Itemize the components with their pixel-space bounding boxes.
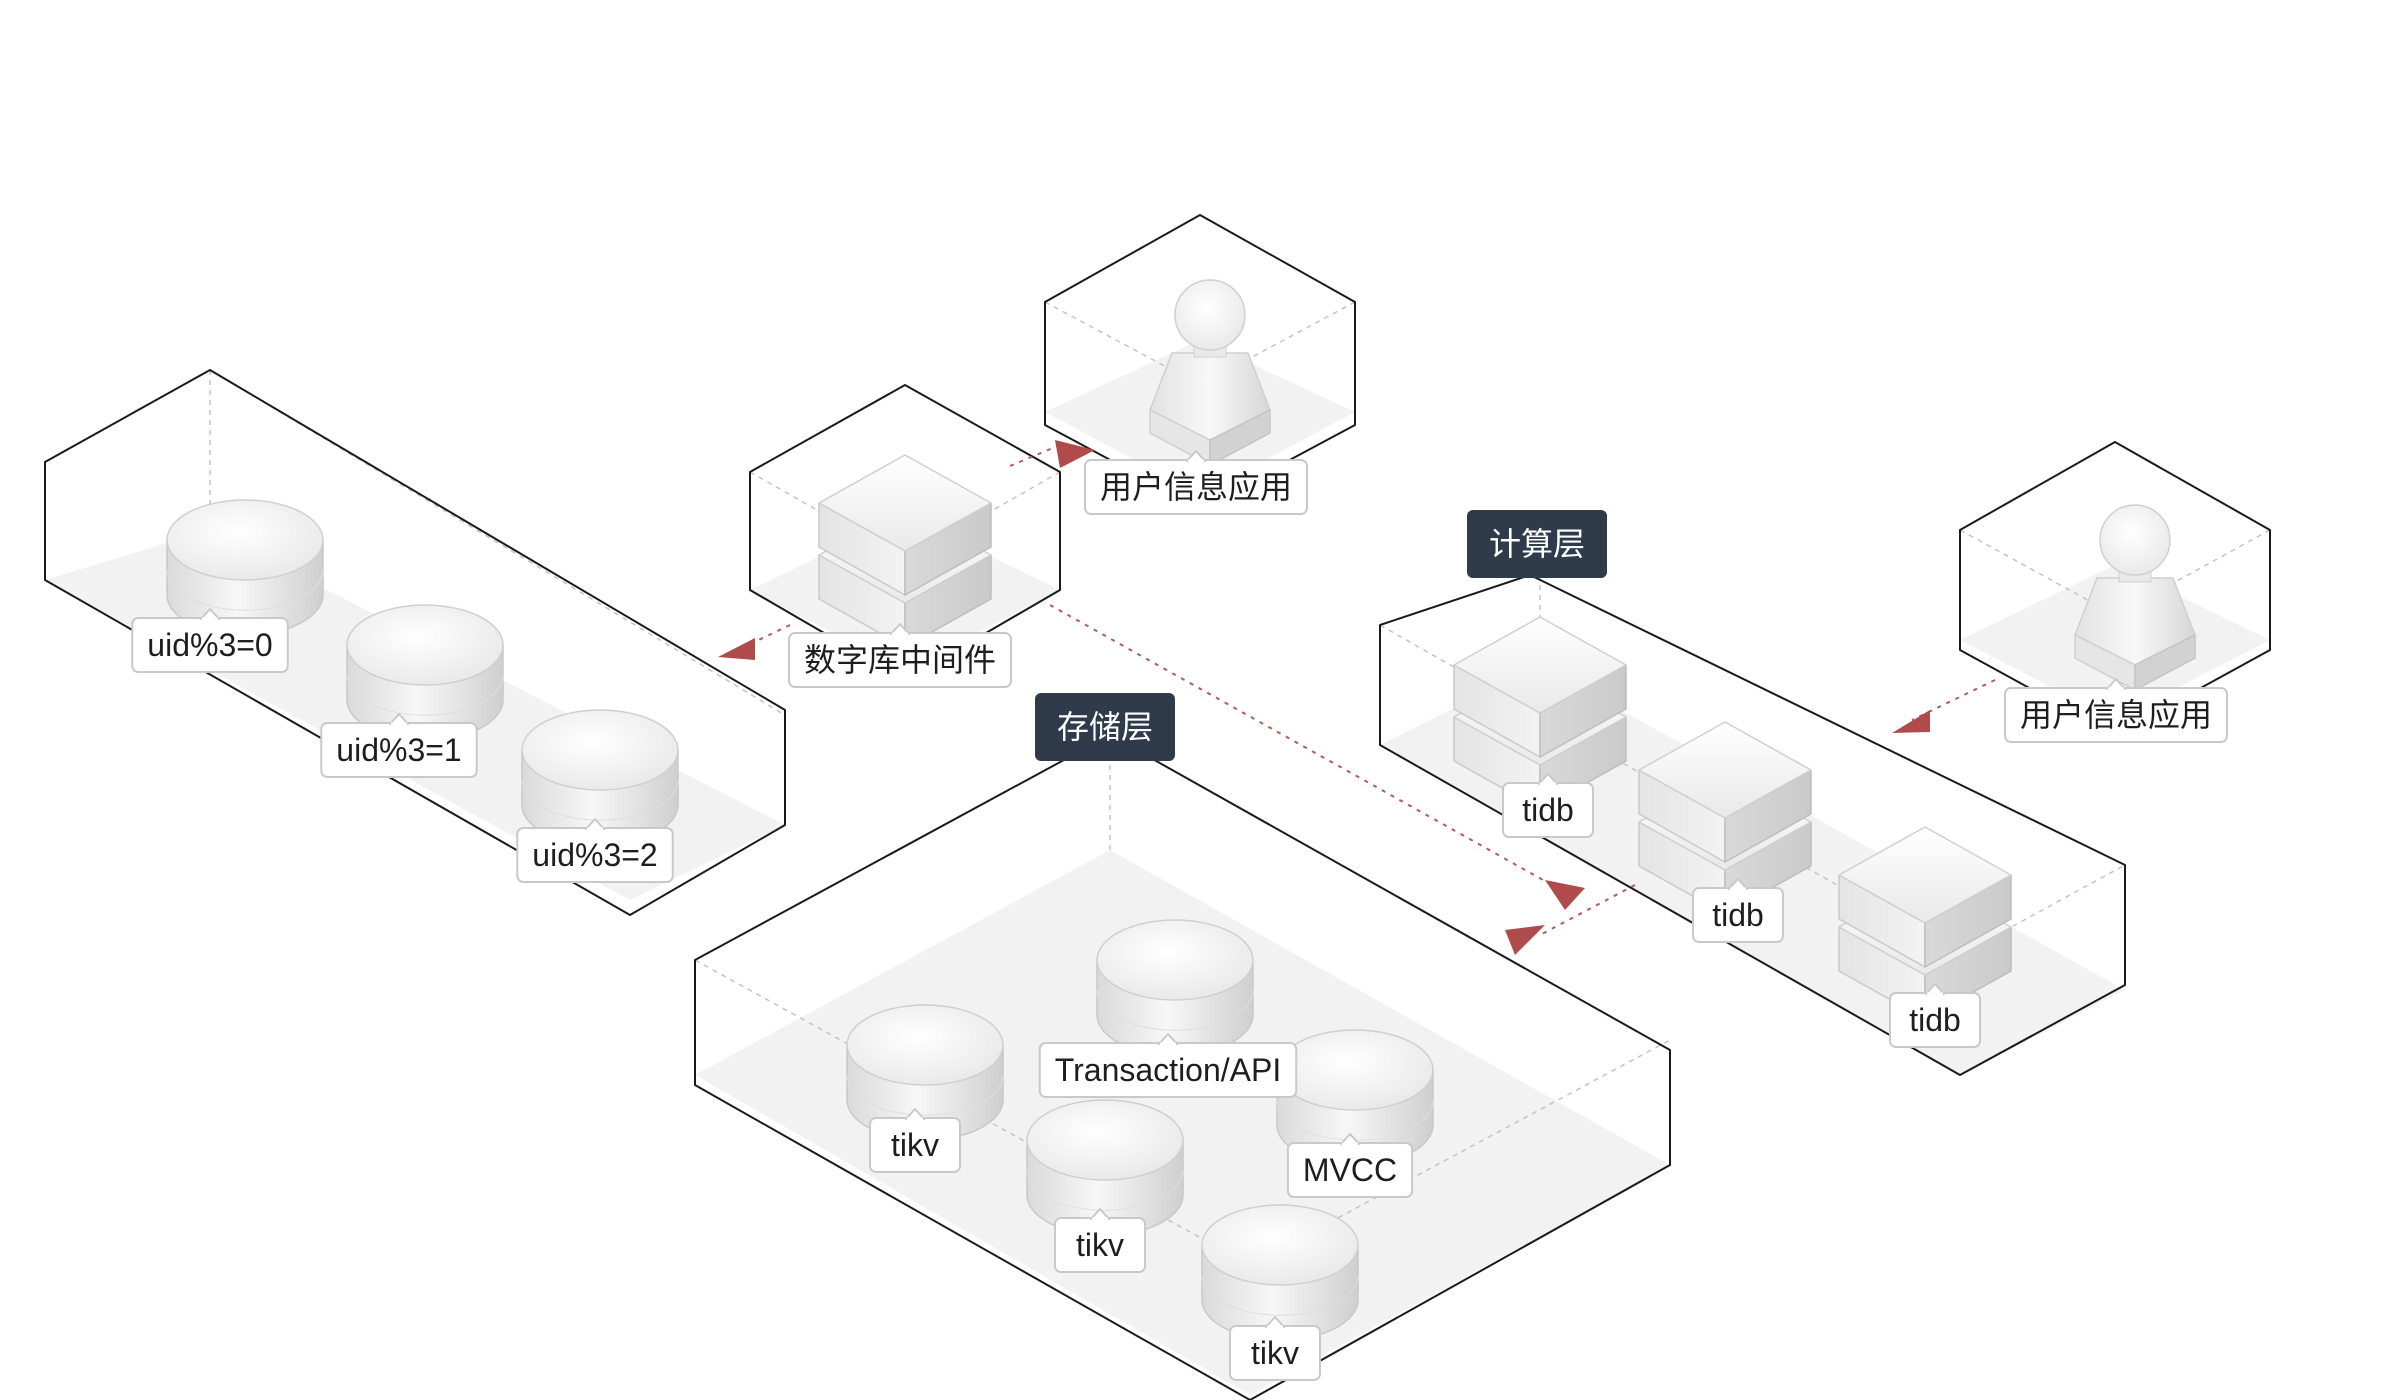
arrow-to-app	[1055, 440, 1095, 468]
arrow-to-compute	[1892, 710, 1930, 733]
label-shard-0: uid%3=0	[131, 608, 289, 673]
compute-layer-title: 计算层	[1489, 526, 1585, 562]
label-mvcc: MVCC	[1286, 1133, 1414, 1198]
label-app-right-text: 用户信息应用	[2020, 697, 2212, 733]
label-app-top: 用户信息应用	[1083, 450, 1309, 515]
storage-layer-title: 存储层	[1057, 709, 1153, 745]
label-tidb-1: tidb	[1502, 773, 1594, 838]
label-shard-1-text: uid%3=1	[336, 732, 461, 768]
tidb-server-2-icon	[1638, 721, 1812, 915]
flow-arrows	[718, 440, 1996, 955]
label-tikv-1-text: tikv	[891, 1127, 939, 1163]
label-transaction-api-text: Transaction/API	[1055, 1052, 1281, 1088]
label-tikv-1: tikv	[869, 1108, 961, 1173]
label-tidb-1-text: tidb	[1522, 792, 1574, 828]
label-tikv-2: tikv	[1054, 1208, 1146, 1273]
arrow-to-storage	[1505, 925, 1545, 955]
tikv-db-1-icon	[1096, 919, 1254, 1056]
label-middleware: 数字库中间件	[787, 623, 1013, 688]
label-transaction-api: Transaction/API	[1038, 1033, 1298, 1098]
shard-db-2-icon	[521, 709, 679, 846]
tikv-db-5-icon	[1201, 1204, 1359, 1341]
label-middleware-text: 数字库中间件	[804, 642, 996, 678]
label-tidb-3: tidb	[1889, 983, 1981, 1048]
tikv-db-2-icon	[846, 1004, 1004, 1141]
tikv-db-4-icon	[1026, 1099, 1184, 1236]
compute-layer-header: 计算层	[1467, 510, 1607, 578]
label-shard-2: uid%3=2	[516, 818, 674, 883]
shard-db-1-icon	[346, 604, 504, 741]
label-tikv-3: tikv	[1229, 1316, 1321, 1381]
label-shard-0-text: uid%3=0	[147, 627, 272, 663]
arrow-to-tidb	[1545, 880, 1585, 910]
arrow-to-shards	[718, 638, 755, 660]
label-app-top-text: 用户信息应用	[1100, 469, 1292, 505]
label-tidb-2: tidb	[1692, 878, 1784, 943]
tikv-db-3-icon	[1276, 1029, 1434, 1166]
label-mvcc-text: MVCC	[1303, 1152, 1397, 1188]
shard-db-0-icon	[166, 499, 324, 636]
label-shard-2-text: uid%3=2	[532, 837, 657, 873]
label-shard-1: uid%3=1	[320, 713, 478, 778]
label-app-right: 用户信息应用	[2003, 678, 2229, 743]
tidb-server-1-icon	[1453, 616, 1627, 810]
user-app-top-icon	[1149, 279, 1271, 467]
label-tikv-2-text: tikv	[1076, 1227, 1124, 1263]
middleware-server-icon	[818, 454, 992, 648]
label-tidb-2-text: tidb	[1712, 897, 1764, 933]
label-tidb-3-text: tidb	[1909, 1002, 1961, 1038]
storage-layer-header: 存储层	[1035, 693, 1175, 761]
label-tikv-3-text: tikv	[1251, 1335, 1299, 1371]
user-app-right-icon	[2074, 504, 2196, 692]
